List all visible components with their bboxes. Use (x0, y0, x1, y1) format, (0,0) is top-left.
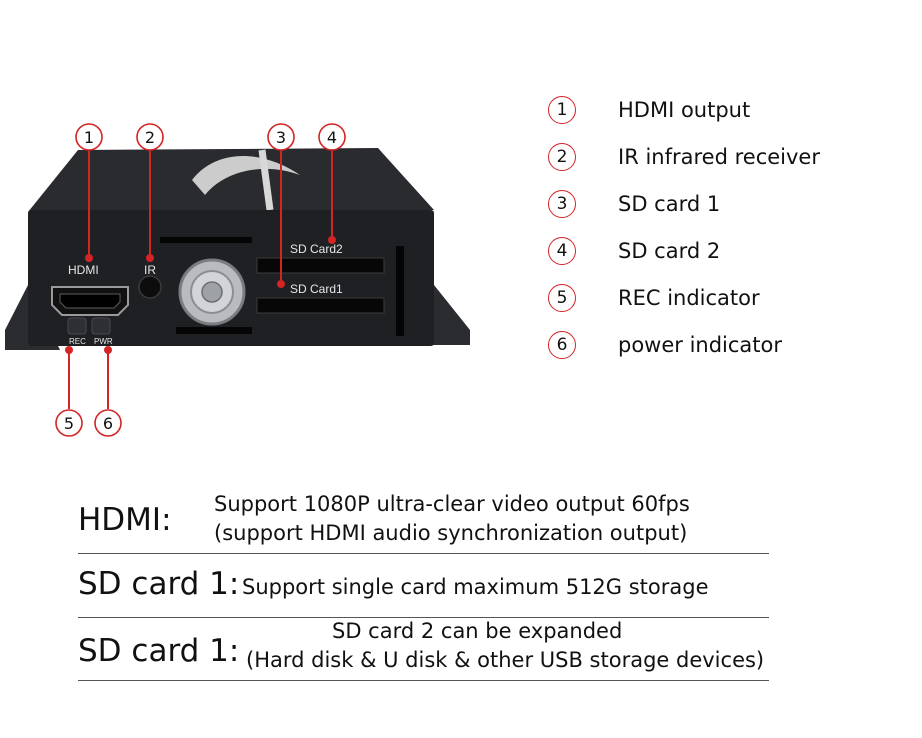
spec-hdmi-line1: Support 1080P ultra-clear video output 6… (214, 492, 690, 516)
legend-item-ir-receiver: 2 IR infrared receiver (548, 140, 820, 174)
spec-sd-card-1-text: Support single card maximum 512G storage (242, 575, 709, 599)
legend-item-sd-card-2: 4 SD card 2 (548, 234, 720, 268)
legend-number: 3 (548, 190, 576, 218)
callout-circle-5 (55, 409, 83, 437)
right-mounting-flange (430, 285, 470, 345)
legend-item-power-indicator: 6 power indicator (548, 328, 782, 362)
sd-card1-slot (256, 297, 385, 314)
spec-label-sd-card-1: SD card 1: (78, 566, 240, 602)
legend-number: 5 (548, 284, 576, 312)
legend-number: 2 (548, 143, 576, 171)
sd-card2-label: SD Card2 (290, 242, 343, 256)
callout-dot-1 (85, 254, 93, 262)
legend-item-hdmi-output: 1 HDMI output (548, 93, 750, 127)
divider (78, 680, 769, 681)
legend-text: REC indicator (618, 286, 760, 310)
legend-text: power indicator (618, 333, 783, 357)
spec-expand-line2: (Hard disk & U disk & other USB storage … (246, 648, 765, 672)
ir-receiver (138, 275, 162, 299)
knob-center (201, 281, 223, 303)
sd-card2-slot (256, 257, 385, 274)
device-figure: HDMI IR SD Card2 SD Card1 REC PWR (5, 123, 470, 437)
legend-number: 6 (548, 331, 576, 359)
callout-dot-3 (277, 280, 285, 288)
pwr-led (91, 317, 111, 335)
divider (78, 553, 769, 554)
hdmi-port-inner (59, 293, 121, 309)
callout-dot-4 (328, 236, 336, 244)
sd-card1-label: SD Card1 (290, 282, 343, 296)
callout-circle-1 (75, 123, 103, 151)
legend-text: SD card 2 (618, 239, 721, 263)
callout-circle-6 (94, 409, 122, 437)
divider (78, 617, 769, 618)
hdmi-label: HDMI (68, 263, 99, 277)
callout-num-1: 1 (84, 128, 94, 147)
callout-num-6: 6 (103, 414, 113, 433)
ir-label: IR (144, 263, 156, 277)
callout-circle-4 (318, 123, 346, 151)
legend-text: SD card 1 (618, 192, 721, 216)
callout-circle-3 (267, 123, 295, 151)
callout-num-2: 2 (145, 128, 155, 147)
legend-number: 4 (548, 237, 576, 265)
legend-text: IR infrared receiver (618, 145, 820, 169)
callout-circle-2 (136, 123, 164, 151)
spec-label-hdmi: HDMI: (78, 502, 172, 538)
spec-expand-line1: SD card 2 can be expanded (332, 619, 623, 643)
rec-label: REC (69, 337, 86, 346)
legend-item-sd-card-1: 3 SD card 1 (548, 187, 720, 221)
rec-led (67, 317, 87, 335)
top-slot (160, 237, 252, 243)
pwr-label: PWR (94, 337, 113, 346)
legend-item-rec-indicator: 5 REC indicator (548, 281, 760, 315)
logo-swoosh (192, 156, 300, 195)
spec-label-sd-card-expand: SD card 1: (78, 633, 240, 669)
legend-number: 1 (548, 96, 576, 124)
callout-num-4: 4 (327, 128, 337, 147)
logo-cable (258, 149, 274, 211)
callout-dot-5 (65, 346, 73, 354)
legend-text: HDMI output (618, 98, 751, 122)
vertical-slot (396, 246, 404, 336)
callout-num-3: 3 (276, 128, 286, 147)
callout-dot-6 (104, 346, 112, 354)
callout-dot-2 (146, 254, 154, 262)
callout-num-5: 5 (64, 414, 74, 433)
bottom-slot (176, 327, 252, 334)
spec-hdmi-line2: (support HDMI audio synchronization outp… (214, 521, 688, 545)
